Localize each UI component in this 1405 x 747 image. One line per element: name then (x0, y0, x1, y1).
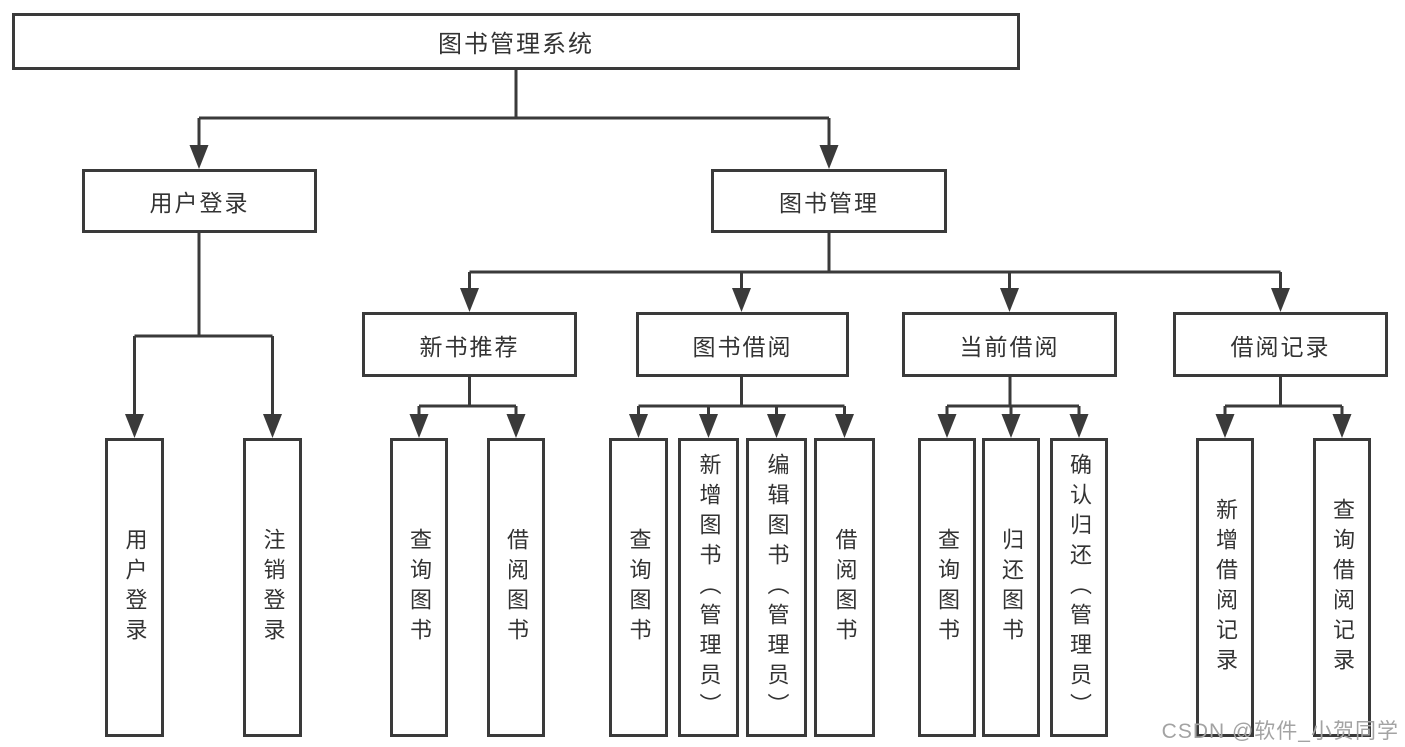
leaf-query-borrow-record: 查询借阅记录 (1313, 438, 1371, 737)
leaf-add-borrow-record: 新增借阅记录 (1196, 438, 1254, 737)
leaf-query-books-current: 查询图书 (918, 438, 976, 737)
leaf-add-books-admin: 新增图书（管理员） (678, 438, 739, 737)
leaf-query-books-borrowing-label: 查询图书 (626, 527, 652, 648)
node-borrowing-records: 借阅记录 (1173, 312, 1388, 377)
node-book-management: 图书管理 (711, 169, 947, 233)
node-book-borrowing: 图书借阅 (636, 312, 849, 377)
node-root-label: 图书管理系统 (438, 31, 594, 58)
leaf-edit-books-admin: 编辑图书（管理员） (746, 438, 807, 737)
leaf-return-books: 归还图书 (982, 438, 1040, 737)
leaf-logout-login-label: 注销登录 (260, 527, 286, 648)
leaf-borrow-books-recommend: 借阅图书 (487, 438, 545, 737)
leaf-add-borrow-record-label: 新增借阅记录 (1213, 497, 1238, 678)
node-current-borrowing-label: 当前借阅 (959, 333, 1060, 360)
leaf-query-books-recommend-label: 查询图书 (407, 527, 432, 648)
leaf-return-books-label: 归还图书 (999, 527, 1024, 648)
leaf-query-borrow-record-label: 查询借阅记录 (1330, 497, 1355, 678)
leaf-borrow-books-borrowing: 借阅图书 (814, 438, 875, 737)
node-user-login: 用户登录 (82, 169, 317, 233)
leaf-borrow-books-recommend-label: 借阅图书 (504, 527, 529, 648)
node-current-borrowing: 当前借阅 (902, 312, 1117, 377)
leaf-edit-books-admin-label: 编辑图书（管理员） (764, 452, 790, 723)
node-new-book-recommendation-label: 新书推荐 (419, 333, 520, 360)
leaf-query-books-borrowing: 查询图书 (609, 438, 668, 737)
leaf-user-login-label: 用户登录 (122, 527, 148, 648)
leaf-user-login: 用户登录 (105, 438, 164, 737)
node-new-book-recommendation: 新书推荐 (362, 312, 577, 377)
node-book-management-label: 图书管理 (779, 190, 879, 216)
node-book-borrowing-label: 图书借阅 (692, 333, 793, 360)
node-borrowing-records-label: 借阅记录 (1230, 333, 1331, 360)
leaf-borrow-books-borrowing-label: 借阅图书 (832, 527, 858, 648)
leaf-confirm-return-admin-label: 确认归还（管理员） (1067, 452, 1092, 723)
leaf-add-books-admin-label: 新增图书（管理员） (696, 452, 722, 723)
node-root: 图书管理系统 (12, 13, 1020, 70)
leaf-query-books-current-label: 查询图书 (935, 527, 960, 648)
node-user-login-label: 用户登录 (149, 190, 250, 216)
leaf-query-books-recommend: 查询图书 (390, 438, 448, 737)
leaf-logout-login: 注销登录 (243, 438, 302, 737)
watermark: CSDN @软件_小贺同学 (1161, 720, 1399, 743)
leaf-confirm-return-admin: 确认归还（管理员） (1050, 438, 1108, 737)
